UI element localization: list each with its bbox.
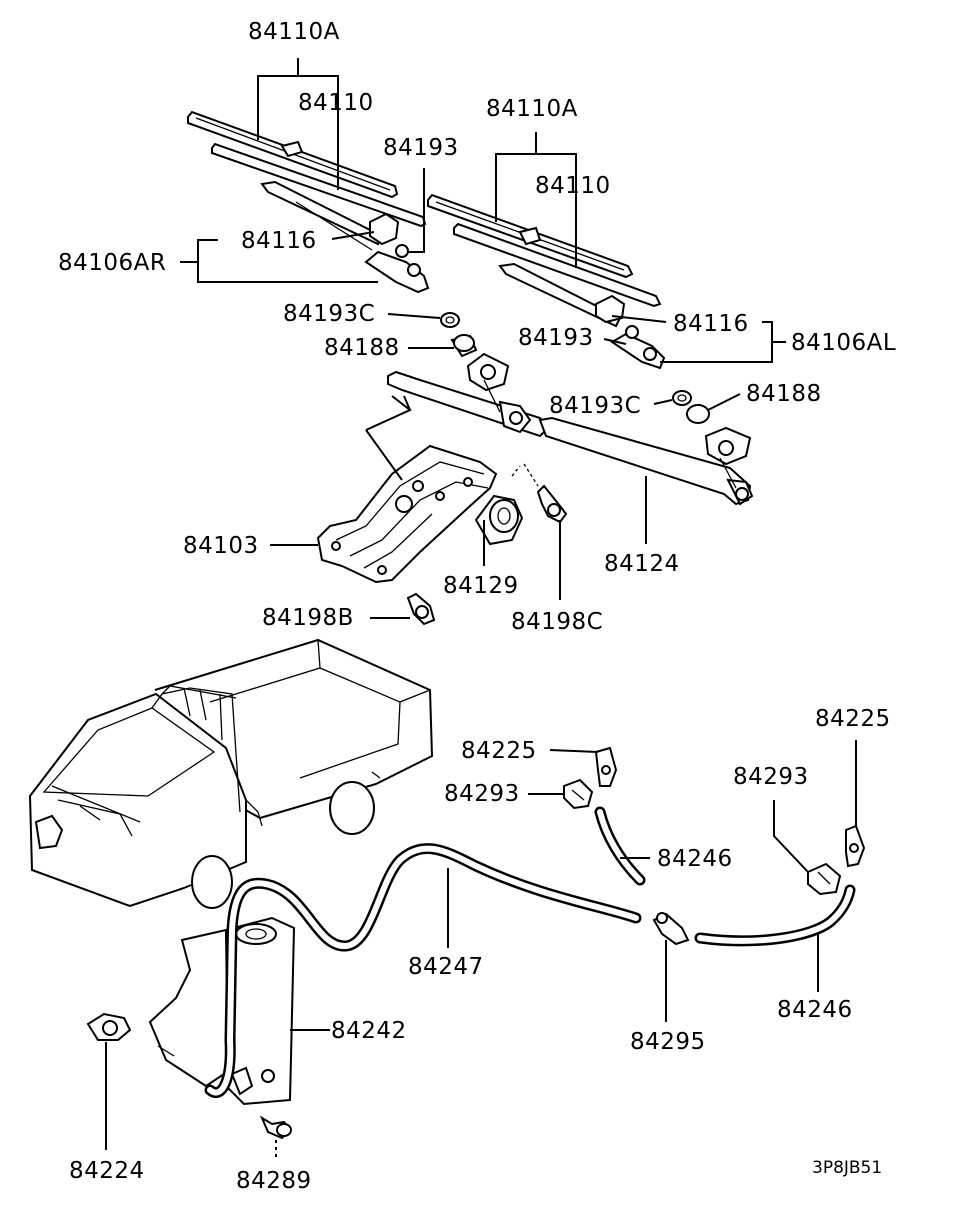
wiper-linkage-84124 (387, 352, 754, 506)
cap-84188-left (450, 334, 478, 358)
label-84225-left: 84225 (461, 738, 537, 764)
label-84225-right: 84225 (815, 706, 891, 732)
label-84124: 84124 (604, 551, 680, 577)
hose-84246-upper (594, 806, 646, 886)
cap-84188-right (686, 404, 710, 424)
nozzle-84225-left (594, 746, 618, 787)
diagram-code: 3P8JB51 (812, 1158, 883, 1178)
right-wiper-arm (498, 262, 666, 370)
label-84116-left: 84116 (241, 228, 317, 254)
pump-84224 (86, 1012, 132, 1041)
label-84129: 84129 (443, 573, 519, 599)
label-84247: 84247 (408, 954, 484, 980)
right-wiper-blade-refill (453, 222, 662, 308)
nozzle-84225-right (845, 824, 866, 868)
nut-84193C-left (440, 312, 460, 328)
label-84193C-left: 84193C (283, 301, 376, 327)
label-84295: 84295 (630, 1029, 706, 1055)
label-84188-right: 84188 (746, 381, 822, 407)
washer-tank-84242 (148, 916, 296, 1106)
bolt-84198B (406, 592, 436, 626)
label-84193C-right: 84193C (549, 393, 642, 419)
label-84198C: 84198C (511, 609, 604, 635)
label-84106AR: 84106AR (58, 250, 167, 276)
left-84193-leader (408, 168, 425, 253)
screw-84289 (259, 1115, 292, 1140)
label-84193-left: 84193 (383, 135, 459, 161)
right-wiper-blade-assembly (427, 193, 634, 279)
label-84224: 84224 (69, 1158, 145, 1184)
bolt-84198C (536, 484, 568, 524)
label-84242: 84242 (331, 1018, 407, 1044)
clip-84293-left (563, 778, 594, 810)
right-84193-leader (603, 338, 627, 345)
motor-dash-line (511, 465, 521, 477)
left-84116-leader (331, 231, 375, 240)
label-84103: 84103 (183, 533, 259, 559)
label-84188-left: 84188 (324, 335, 400, 361)
label-84110-left: 84110 (298, 90, 374, 116)
label-84110A-left: 84110A (248, 19, 340, 45)
leader-84188-right (707, 393, 741, 411)
joint-84295 (652, 912, 690, 946)
label-84110A-right: 84110A (486, 96, 578, 122)
label-84293-right: 84293 (733, 764, 809, 790)
label-84110-right: 84110 (535, 173, 611, 199)
wiper-motor-84129 (474, 494, 524, 546)
label-84246-top: 84246 (657, 846, 733, 872)
label-84246-bottom: 84246 (777, 997, 853, 1023)
leader-84193C-right (653, 399, 673, 405)
right-84116-leader (611, 315, 667, 323)
left-wiper-blade-assembly (187, 110, 399, 199)
hose-84246-lower (694, 884, 856, 947)
leader-84225-left (549, 749, 599, 753)
label-84193-right: 84193 (518, 325, 594, 351)
truck-illustration (28, 638, 434, 909)
bracket-to-linkage-outline (365, 395, 412, 481)
label-84116-right: 84116 (673, 311, 749, 337)
left-wiper-arm (260, 180, 430, 294)
label-84106AL: 84106AL (791, 330, 897, 356)
leader-84193C-left (387, 313, 441, 319)
clip-84293-right (807, 862, 842, 896)
label-84198B: 84198B (262, 605, 354, 631)
nut-84193C-right (672, 390, 692, 406)
wiper-motor-bracket-84103 (316, 444, 498, 584)
label-84293-left: 84293 (444, 781, 520, 807)
label-84289: 84289 (236, 1168, 312, 1194)
84198C-dash-line (523, 463, 539, 487)
leader-84293-right (773, 800, 809, 873)
hose-84247 (204, 843, 642, 1098)
